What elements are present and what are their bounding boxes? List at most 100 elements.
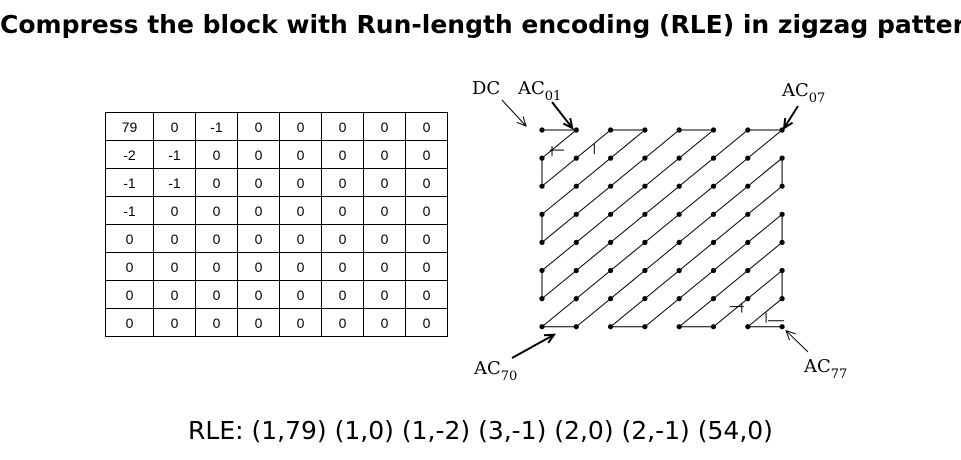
table-cell: 0 [321, 252, 364, 281]
grid-dot [710, 211, 717, 217]
table-cell: 0 [237, 168, 280, 197]
grid-dot [608, 324, 614, 330]
ac01-label: AC01 [517, 78, 561, 104]
table-cell: 0 [195, 168, 238, 197]
table-cell: 0 [105, 308, 154, 337]
grid-dot [710, 183, 717, 189]
grid-dot [779, 296, 785, 302]
grid-dot [539, 239, 545, 245]
table-cell: 0 [105, 224, 154, 253]
grid-dot [539, 324, 545, 330]
table-cell: 79 [105, 112, 154, 141]
grid-dot [573, 239, 579, 245]
grid-dot [745, 211, 751, 217]
zigzag-diagram: DC AC01 AC07 AC70 AC77 [472, 78, 847, 384]
table-cell: 0 [405, 252, 448, 281]
table-cell: 0 [405, 196, 448, 225]
table-cell: 0 [363, 112, 406, 141]
table-cell: 0 [237, 140, 280, 169]
grid-dot [573, 155, 579, 161]
table-cell: 0 [405, 112, 448, 141]
slide-title: Compress the block with Run-length encod… [0, 10, 961, 39]
zigzag-line [540, 129, 784, 328]
table-cell: 0 [363, 224, 406, 253]
grid-dot [710, 155, 717, 161]
table-cell: -2 [105, 140, 154, 169]
grid-dot [642, 183, 648, 189]
table-cell: -1 [105, 196, 154, 225]
grid-dot [539, 296, 545, 302]
grid-dot [779, 267, 785, 274]
table-cell: 0 [405, 140, 448, 169]
table-cell: 0 [105, 252, 154, 281]
table-cell: 0 [405, 308, 448, 337]
grid-dot [642, 211, 648, 217]
ac07-arrow [782, 105, 799, 130]
grid-dot [573, 296, 579, 302]
grid-dot [642, 155, 648, 161]
grid-dot [608, 127, 614, 133]
table-cell: 0 [279, 140, 322, 169]
table-cell: 0 [279, 280, 322, 309]
zigzag-path [540, 129, 785, 328]
table-cell: -1 [195, 112, 238, 141]
ac77-arrow [785, 329, 809, 353]
grid-dot [608, 155, 614, 161]
table-cell: 0 [321, 140, 364, 169]
grid-dot [779, 324, 785, 330]
table-cell: 0 [363, 280, 406, 309]
zigzag-dots [539, 127, 785, 330]
table-cell: 0 [405, 280, 448, 309]
table-cell: 0 [279, 252, 322, 281]
grid-dot [745, 296, 751, 302]
table-cell: 0 [279, 112, 322, 141]
grid-dot [642, 239, 648, 245]
grid-dot [573, 324, 579, 330]
grid-dot [779, 155, 785, 161]
grid-dot [779, 239, 785, 245]
table-cell: 0 [153, 112, 196, 141]
grid-dot [745, 127, 751, 133]
grid-dot [745, 155, 751, 161]
grid-dot [710, 127, 717, 133]
grid-dot [539, 211, 545, 217]
table-cell: -1 [153, 140, 196, 169]
grid-dot [573, 211, 579, 217]
grid-dot [608, 296, 614, 302]
grid-dot [676, 127, 682, 133]
grid-dot [710, 296, 717, 302]
table-cell: 0 [195, 140, 238, 169]
table-cell: 0 [195, 196, 238, 225]
grid-dot [608, 211, 614, 217]
grid-dot [745, 239, 751, 245]
ac07-label: AC07 [781, 80, 825, 106]
table-cell: 0 [195, 308, 238, 337]
table-cell: 0 [321, 168, 364, 197]
grid-dot [676, 183, 682, 189]
table-cell: 0 [153, 280, 196, 309]
grid-dot [539, 183, 545, 189]
table-cell: 0 [363, 168, 406, 197]
table-cell: 0 [321, 112, 364, 141]
table-cell: 0 [153, 224, 196, 253]
grid-dot [642, 127, 648, 133]
table-cell: 0 [363, 252, 406, 281]
table-cell: 0 [279, 168, 322, 197]
table-cell: 0 [321, 196, 364, 225]
grid-dot [710, 324, 717, 330]
table-cell: 0 [321, 308, 364, 337]
table-cell: 0 [279, 196, 322, 225]
label-arrows [501, 99, 809, 359]
grid-dot [539, 127, 545, 133]
grid-dot [642, 267, 648, 274]
grid-dot [608, 239, 614, 245]
grid-dot [573, 183, 579, 189]
grid-dot [676, 155, 682, 161]
